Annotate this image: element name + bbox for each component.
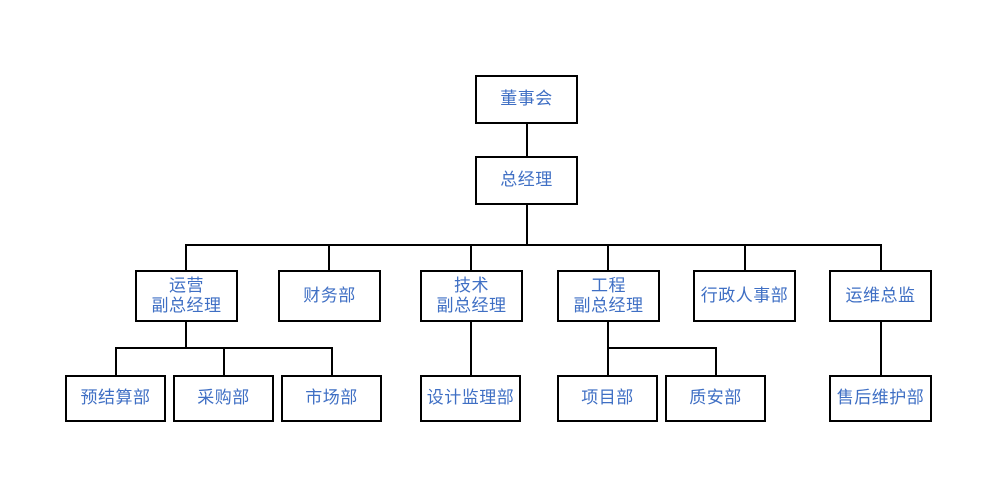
node-purchasing-department-label: 采购部 — [197, 388, 250, 409]
node-finance-department-label: 财务部 — [303, 285, 356, 306]
node-budget-department-label: 预结算部 — [80, 388, 151, 409]
node-design-supervision-department[interactable]: 设计监理部 — [420, 375, 521, 422]
node-market-department[interactable]: 市场部 — [281, 375, 382, 422]
node-board-of-directors[interactable]: 董事会 — [475, 75, 578, 124]
connector-eng-bus-to-project — [607, 347, 609, 375]
node-after-sales-department[interactable]: 售后维护部 — [829, 375, 932, 422]
node-engineering-vp-label-line1: 工程 — [591, 275, 626, 296]
connector-ops-bus-to-purchasing — [223, 347, 225, 375]
node-operations-vp-label-line1: 运营 — [169, 275, 204, 296]
connector-board-to-gm — [526, 124, 528, 156]
node-operations-vp[interactable]: 运营 副总经理 — [135, 270, 238, 322]
node-admin-hr-department[interactable]: 行政人事部 — [693, 270, 796, 322]
node-general-manager[interactable]: 总经理 — [475, 156, 578, 205]
connector-bus-to-finance — [328, 244, 330, 270]
connector-bus-to-ops-director — [880, 244, 882, 270]
connector-tech-vp-to-design — [470, 322, 472, 375]
node-general-manager-label: 总经理 — [500, 170, 553, 191]
connector-gm-bus — [185, 244, 882, 246]
connector-eng-vp-drop — [607, 322, 609, 348]
node-after-sales-department-label: 售后维护部 — [836, 388, 925, 409]
connector-bus-to-eng-vp — [607, 244, 609, 270]
connector-ops-director-to-after-sales — [880, 322, 882, 375]
connector-bus-to-tech-vp — [470, 244, 472, 270]
connector-ops-vp-drop — [185, 322, 187, 348]
node-technology-vp-label-line2: 副总经理 — [436, 296, 507, 316]
node-budget-department[interactable]: 预结算部 — [65, 375, 166, 422]
connector-eng-vp-bus — [607, 347, 715, 349]
node-quality-safety-department-label: 质安部 — [689, 388, 742, 409]
node-design-supervision-department-label: 设计监理部 — [426, 388, 515, 409]
node-technology-vp-label-line1: 技术 — [454, 275, 489, 296]
connector-ops-bus-to-budget — [115, 347, 117, 375]
connector-ops-bus-to-market — [331, 347, 333, 375]
node-finance-department[interactable]: 财务部 — [278, 270, 381, 322]
connector-bus-to-ops-vp — [185, 244, 187, 270]
node-purchasing-department[interactable]: 采购部 — [173, 375, 274, 422]
node-operations-director-label: 运维总监 — [845, 285, 916, 306]
node-technology-vp[interactable]: 技术 副总经理 — [420, 270, 523, 322]
connector-eng-bus-to-quality — [715, 347, 717, 375]
connector-gm-drop — [526, 205, 528, 246]
connector-bus-to-admin-hr — [744, 244, 746, 270]
node-project-department[interactable]: 项目部 — [557, 375, 658, 422]
node-board-of-directors-label: 董事会 — [500, 89, 553, 110]
node-engineering-vp-label-line2: 副总经理 — [573, 296, 644, 316]
node-engineering-vp[interactable]: 工程 副总经理 — [557, 270, 660, 322]
node-operations-director[interactable]: 运维总监 — [829, 270, 932, 322]
node-admin-hr-department-label: 行政人事部 — [700, 285, 789, 306]
node-market-department-label: 市场部 — [305, 388, 358, 409]
node-quality-safety-department[interactable]: 质安部 — [665, 375, 766, 422]
node-operations-vp-label-line2: 副总经理 — [151, 296, 222, 316]
node-project-department-label: 项目部 — [581, 388, 634, 409]
